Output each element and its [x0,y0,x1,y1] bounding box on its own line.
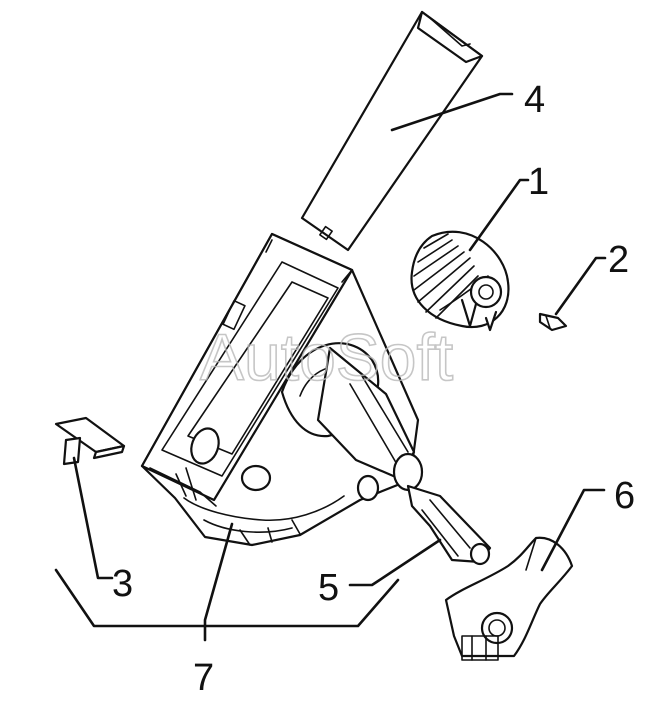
part-2-clip [538,312,568,332]
callout-3: 3 [112,563,133,605]
callout-4: 4 [524,79,545,121]
leader-6 [540,488,606,572]
callout-6: 6 [614,475,635,517]
callout-5: 5 [318,567,339,609]
part-7-heater-housing [140,232,424,547]
leader-2 [554,256,607,316]
leader-1 [468,178,530,252]
leader-3 [72,456,114,580]
leader-4 [390,92,514,132]
part-5-actuator [406,484,492,566]
leader-lines [54,92,607,642]
part-6-mount-bracket [444,536,574,661]
part-3-bracket [54,416,126,466]
callout-7: 7 [193,657,214,699]
callout-2: 2 [608,239,629,281]
part-1-blower-fan [410,230,510,332]
leader-7-bracket [54,568,400,628]
leader-5 [348,538,442,587]
watermark-text: AutoSoft [200,320,453,394]
callout-1: 1 [528,161,549,203]
leader-7 [203,522,234,642]
